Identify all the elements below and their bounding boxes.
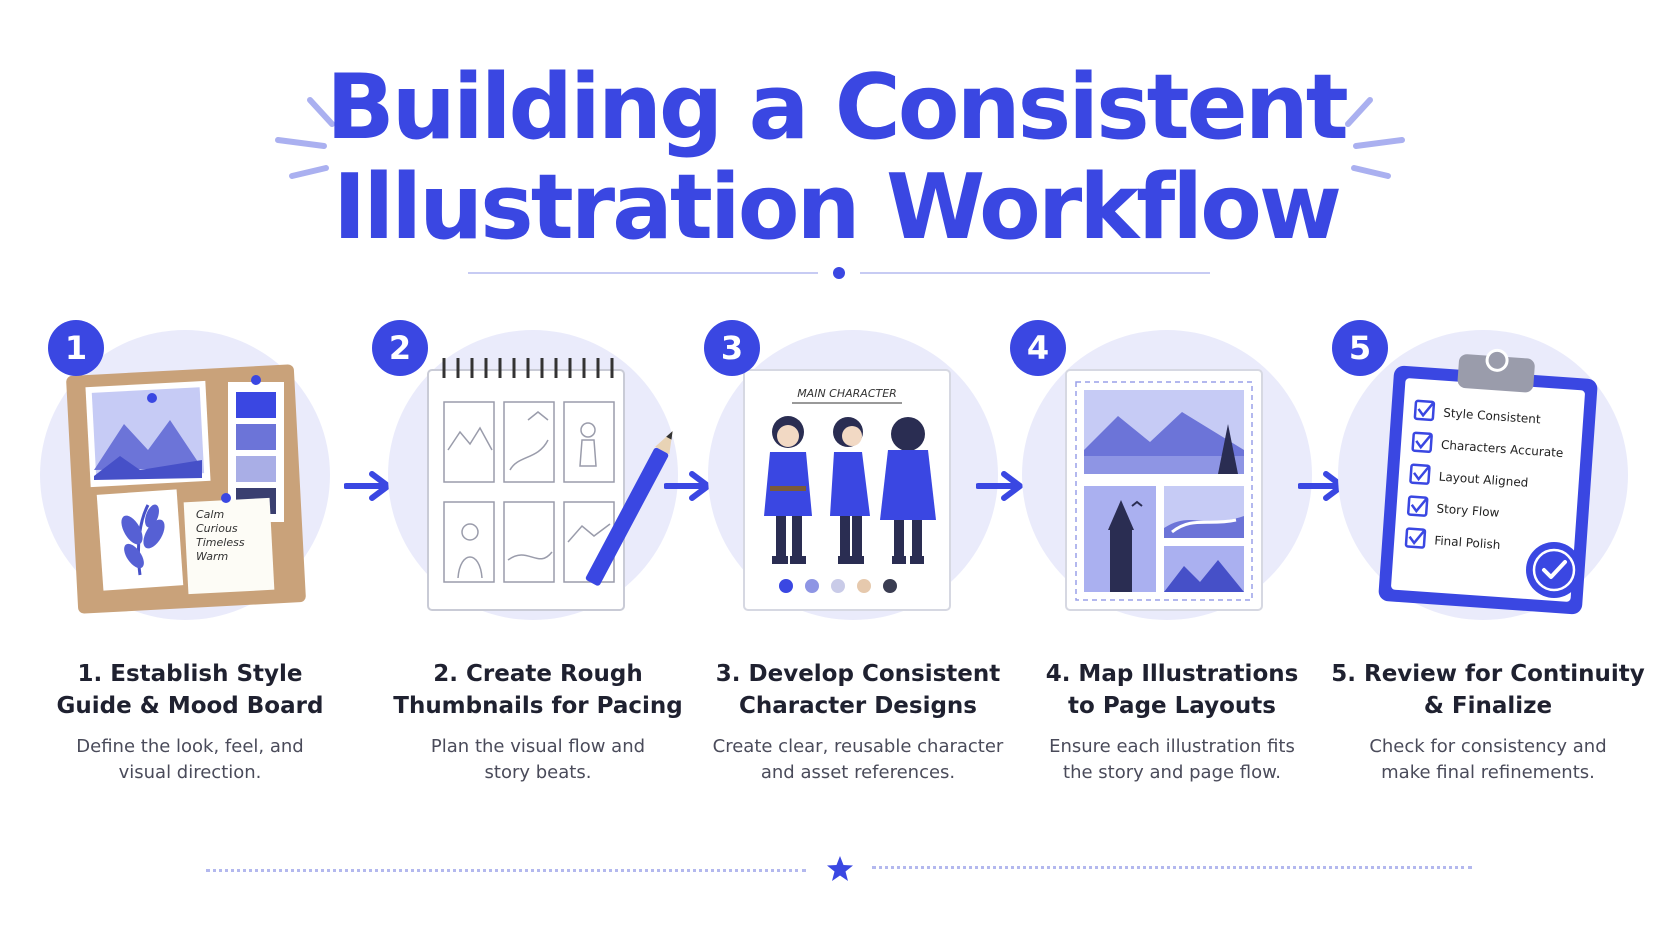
step-desc-line: Create clear, reusable character [712,736,1004,757]
step-badge: 3 [704,320,760,376]
character-back [880,417,936,564]
arrow-right-icon [976,471,1023,501]
note-word: Calm [196,508,224,521]
step-title-line: 2. Create Rough [433,661,643,687]
step-desc-line: Check for consistency and [1369,736,1607,757]
bottom-divider-right [872,866,1472,869]
swatch-dot [779,579,793,593]
step-title-line: Character Designs [738,693,977,719]
sketchbook-icon [427,358,673,611]
approval-seal-icon [1526,542,1582,598]
checklist-item: Layout Aligned [1438,470,1528,490]
title-line-1: Building a Consistent [326,55,1349,160]
step-badge: 4 [1010,320,1066,376]
step-badge: 1 [48,320,104,376]
step-title-line: 5. Review for Continuity [1331,661,1645,687]
step-title: 4. Map Illustrations to Page Layouts [992,658,1352,722]
sheet-label: MAIN CHARACTER [797,387,897,400]
swatch-dot [805,579,819,593]
step-desc-line: visual direction. [118,762,262,783]
sparkle-right-icon [1345,97,1405,179]
step-title: 5. Review for Continuity & Finalize [1308,658,1668,722]
character-sheet-icon: MAIN CHARACTER [743,369,951,611]
step-description: Plan the visual flow and story beats. [358,734,718,786]
mood-board-icon: Calm Curious Timeless Warm [66,364,306,614]
step-description: Define the look, feel, and visual direct… [10,734,370,786]
bottom-divider-left [206,869,806,872]
note-word: Curious [196,522,238,535]
step-description: Ensure each illustration fits the story … [992,734,1352,786]
swatch-dot [883,579,897,593]
step-badge: 2 [372,320,428,376]
step-desc-line: Plan the visual flow and [430,736,646,757]
step-badge: 5 [1332,320,1388,376]
title-divider-left [468,272,818,274]
step-title: 1. Establish Style Guide & Mood Board [10,658,370,722]
step-title-line: 4. Map Illustrations [1045,661,1299,687]
step-desc-line: make final refinements. [1381,762,1595,783]
swatch-dot [831,579,845,593]
sparkle-left-icon [275,97,335,179]
step-desc-line: the story and page flow. [1063,762,1281,783]
page-layout-icon [1065,369,1263,611]
title-divider-dot [833,267,845,279]
step-title-line: 3. Develop Consistent [715,661,1001,687]
checklist-item: Final Polish [1434,533,1501,552]
checklist-item: Style Consistent [1443,406,1542,427]
step-description: Create clear, reusable character and ass… [678,734,1038,786]
star-icon [827,856,853,881]
step-desc-line: Ensure each illustration fits [1049,736,1295,757]
step-title-line: to Page Layouts [1068,693,1276,719]
step-title-line: 1. Establish Style [77,661,303,687]
checklist-item: Story Flow [1436,501,1500,519]
step-title-line: & Finalize [1423,693,1553,719]
step-description: Check for consistency and make final ref… [1308,734,1668,786]
character-side [830,417,870,564]
step-title: 3. Develop Consistent Character Designs [678,658,1038,722]
step-desc-line: and asset references. [760,762,956,783]
page-title: Building a Consistent Illustration Workf… [0,58,1672,258]
step-title-line: Guide & Mood Board [56,693,324,719]
step-desc-line: Define the look, feel, and [76,736,304,757]
character-front [764,416,812,564]
swatch-dot [857,579,871,593]
note-word: Warm [196,550,228,563]
note-word: Timeless [196,536,245,549]
title-divider-right [860,272,1210,274]
step-title-line: Thumbnails for Pacing [393,693,683,719]
step-title: 2. Create Rough Thumbnails for Pacing [358,658,718,722]
title-line-2: Illustration Workflow [332,155,1342,260]
clipboard-checklist-icon: Style Consistent Characters Accurate Lay… [1378,348,1598,615]
step-desc-line: story beats. [484,762,592,783]
